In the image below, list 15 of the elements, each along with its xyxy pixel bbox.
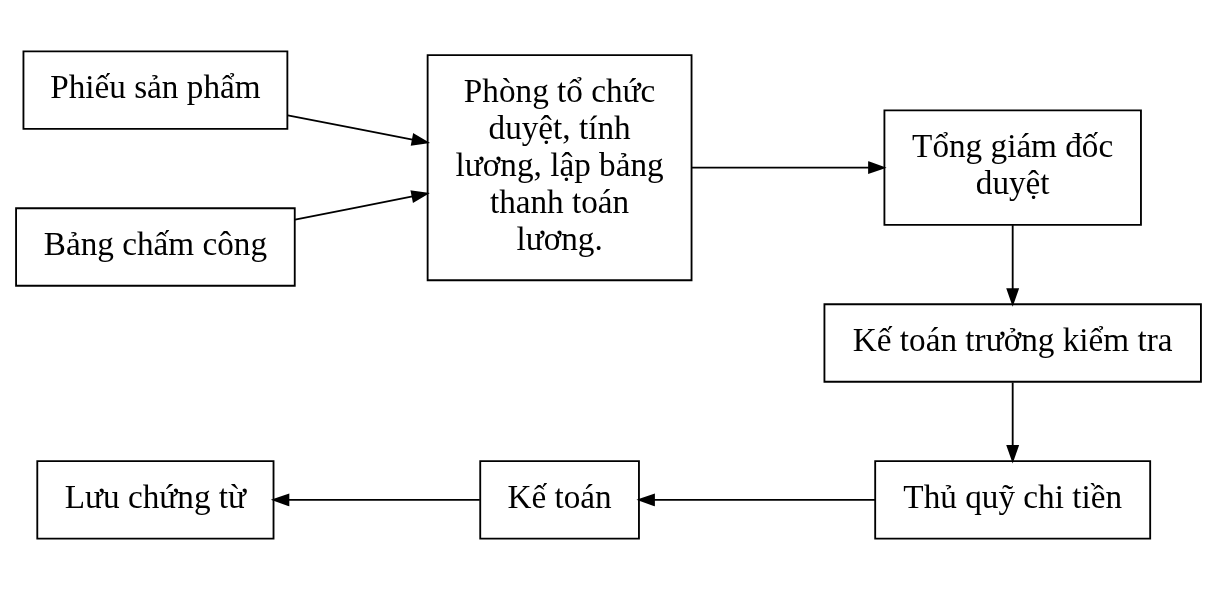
node-box: Phòng tổ chức duyệt, tính lương, lập bảng thanh toán lương. [426,54,693,282]
node-box: Bảng chấm công [15,207,296,287]
node-box: Kế toán trưởng kiểm tra [823,303,1202,383]
node-box: Tổng giám đốc duyệt [883,109,1142,226]
arrow [294,190,430,221]
arrow [1006,381,1020,464]
node-box: Lưu chứng từ [36,460,275,540]
arrow [286,114,431,146]
arrow [1006,224,1020,307]
node-box: Phiếu sản phẩm [22,50,289,130]
arrow [636,493,876,507]
arrow [270,493,481,507]
node-box: Kế toán [479,460,640,540]
node-box: Thủ quỹ chi tiền [874,460,1152,540]
arrow [691,161,887,175]
